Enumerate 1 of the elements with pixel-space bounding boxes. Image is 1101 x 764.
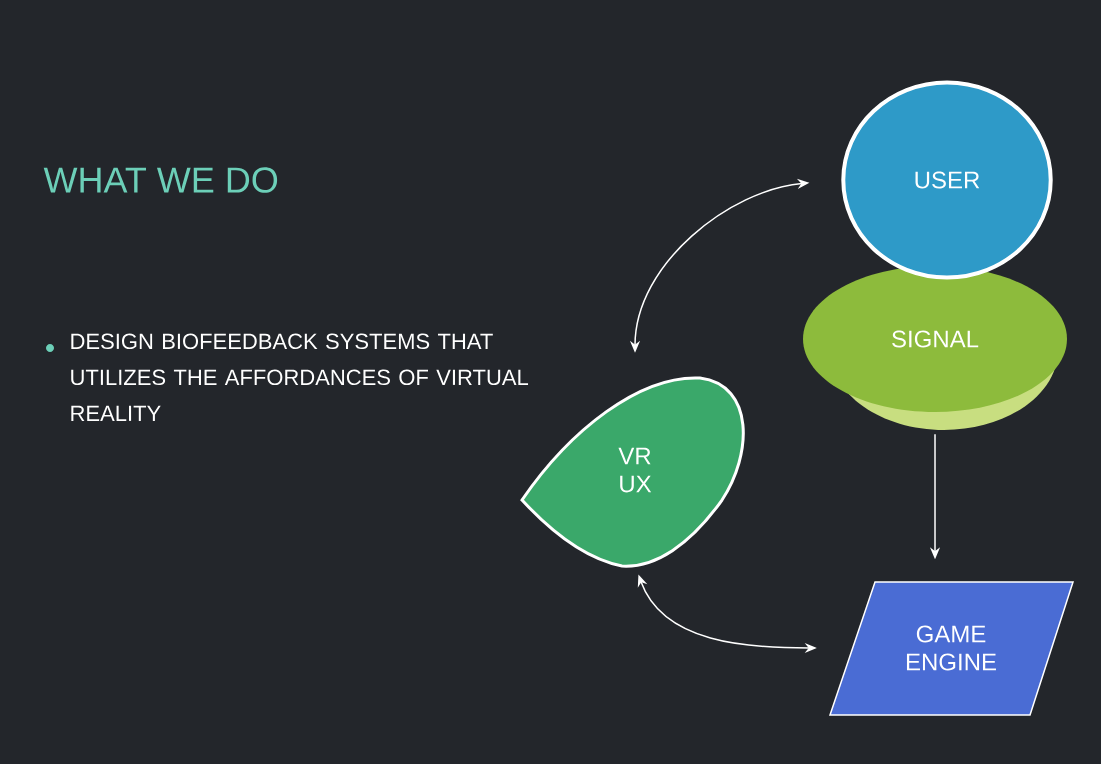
slide-title: WHAT WE DO bbox=[43, 167, 278, 193]
